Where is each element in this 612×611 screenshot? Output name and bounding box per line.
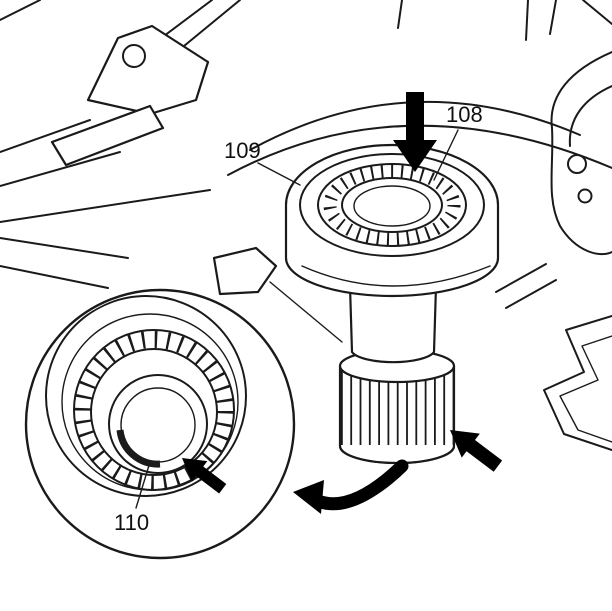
inset-hub-outer (45, 295, 247, 497)
inset-bore-shadow (116, 429, 161, 468)
case-line (549, 0, 557, 35)
callout-110-label: 110 (114, 510, 149, 535)
case-line (0, 189, 211, 223)
case-line (525, 0, 529, 41)
drum-rim-step (301, 265, 491, 287)
case-right-inner-contour (568, 85, 612, 147)
case-slot (50, 104, 165, 167)
case-hole (567, 154, 587, 174)
leader-line-108 (433, 129, 459, 181)
case-fitting (212, 246, 278, 296)
down-arrow-icon (393, 92, 437, 172)
hub-drum (284, 143, 500, 298)
case-line (397, 0, 403, 29)
inset-teeth-tips (73, 329, 235, 491)
hub-neck (348, 284, 438, 364)
spline-tip-ellipse (317, 163, 467, 247)
leader-line-109 (257, 162, 301, 186)
spline-root-ellipse (341, 177, 443, 233)
case-line (0, 151, 121, 187)
drum-rim-inner-edge (299, 153, 485, 257)
case-right-contour (550, 51, 612, 256)
inset-bore-outer (108, 374, 208, 474)
case-step-edge (543, 315, 612, 451)
output-gear-splines (338, 348, 456, 465)
case-mount-tab (86, 24, 210, 116)
inset-gear-detail (45, 295, 247, 497)
case-step-inner (559, 335, 612, 443)
case-rib (505, 279, 557, 309)
insert-arrow-icon (450, 430, 503, 472)
case-rib (495, 263, 547, 293)
case-hole (577, 188, 593, 204)
case-line (0, 237, 129, 259)
callout-109-label: 109 (224, 138, 261, 163)
drum-silhouette (284, 143, 500, 298)
magnified-detail-inset: 110 (24, 288, 296, 560)
case-line (0, 119, 91, 153)
case-line (582, 0, 612, 25)
callout-108-label: 108 (446, 102, 483, 127)
inset-spline-teeth (74, 331, 234, 491)
case-line (269, 281, 343, 343)
inset-insert-arrow-icon (182, 458, 227, 494)
case-bolt-hole (122, 44, 146, 68)
case-line (0, 0, 41, 21)
bore-edge-ellipse (353, 185, 431, 227)
rotate-arrow-icon (293, 459, 409, 514)
inset-teeth-roots (90, 348, 218, 476)
leader-line-110 (135, 461, 151, 509)
case-line (0, 265, 109, 289)
internal-spline-teeth (323, 164, 461, 246)
